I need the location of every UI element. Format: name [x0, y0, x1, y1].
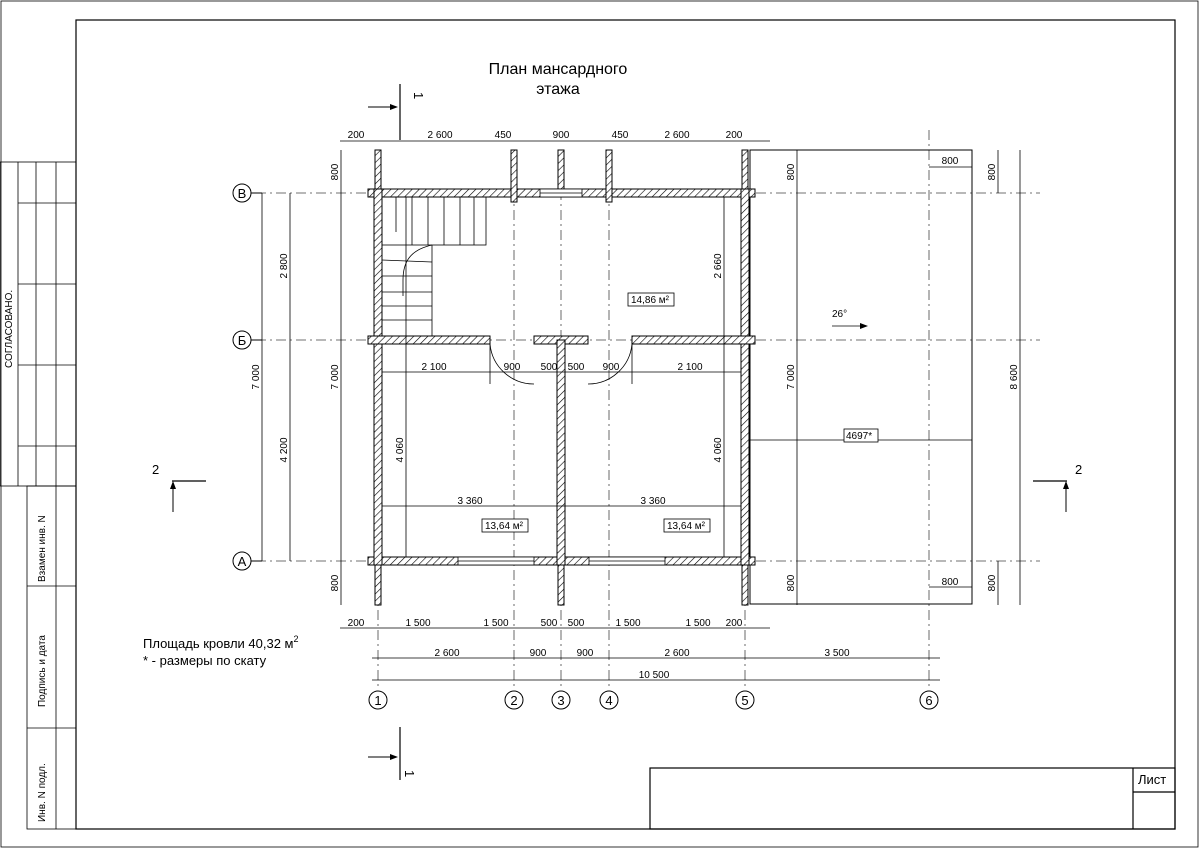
staircase [381, 196, 487, 336]
roof-area-note: Площадь кровли 40,32 м2 [143, 634, 299, 651]
dim-mid-2100-left: 2 100 [421, 362, 446, 373]
dim-left-800-top: 800 [330, 163, 341, 180]
dim-left-7000-outer: 7 000 [251, 364, 262, 389]
dimension-lines [261, 140, 1021, 681]
dim-b1-3: 1 500 [483, 618, 508, 629]
axis-label-3: 3 [557, 693, 564, 708]
plan-title-line2: этажа [536, 81, 580, 98]
dim-b1-7: 1 500 [685, 618, 710, 629]
dim-roof-right-800-top: 800 [987, 163, 998, 180]
doors [489, 343, 633, 385]
dim-mid-900-right: 900 [603, 362, 620, 373]
dim-mid-500-left: 500 [541, 362, 558, 373]
dim-top-4: 900 [553, 130, 570, 141]
section-2-right: 2 [1033, 462, 1082, 512]
axis-label-1: 1 [374, 693, 381, 708]
notes: Площадь кровли 40,32 м2 * - размеры по с… [143, 634, 299, 668]
dim-left-800-bottom: 800 [330, 574, 341, 591]
inv-no-label: Инв. N подл. [37, 763, 48, 822]
section-2-left-label: 2 [152, 462, 159, 477]
dim-roof-right-800-bottom: 800 [987, 574, 998, 591]
dim-width-3360-left: 3 360 [457, 496, 482, 507]
side-stamp: СОГЛАСОВАНО. Взамен инв. N Подпись и дат… [0, 161, 77, 830]
dim-left-7000-inner: 7 000 [330, 364, 341, 389]
dim-right-2660: 2 660 [713, 253, 724, 278]
dim-roof-800-bottom: 800 [786, 574, 797, 591]
dim-roof-bottom-800: 800 [942, 577, 959, 588]
axis-label-6: 6 [925, 693, 932, 708]
agreed-label: СОГЛАСОВАНО. [4, 290, 15, 368]
section-2-left: 2 [152, 462, 206, 512]
roof-outline: 26° 4697* [744, 149, 973, 605]
title-block: Лист [649, 767, 1176, 830]
axis-label-4: 4 [605, 693, 612, 708]
roof-slope-label: 26° [832, 309, 847, 320]
dim-b1-2: 1 500 [405, 618, 430, 629]
section-1-top-label: 1 [411, 92, 426, 99]
axis-label-2: 2 [510, 693, 517, 708]
axis-label-5: 5 [741, 693, 748, 708]
dim-b1-8: 200 [726, 618, 743, 629]
dim-right-4060: 4 060 [713, 437, 724, 462]
dim-b1-6: 1 500 [615, 618, 640, 629]
walls [367, 149, 756, 606]
dim-left-4060: 4 060 [395, 437, 406, 462]
dim-left-4200: 4 200 [279, 437, 290, 462]
dim-b2-4: 2 600 [664, 648, 689, 659]
room-area-1: 14,86 м² [631, 295, 670, 306]
axis-label-v: В [238, 186, 247, 201]
dims-left: 800 2 800 7 000 4 200 800 7 000 4 060 2 … [251, 163, 724, 591]
dims-top: 200 2 600 450 900 450 2 600 200 800 800 [348, 130, 959, 588]
dim-top-7: 200 [726, 130, 743, 141]
roof-ridge-label: 4697* [846, 431, 872, 442]
dim-mid-500-right: 500 [568, 362, 585, 373]
dim-roof-800-top: 800 [786, 163, 797, 180]
axis-bubbles: В Б А 1 2 3 4 5 6 [232, 183, 939, 710]
dim-top-3: 450 [495, 130, 512, 141]
dim-left-2800: 2 800 [279, 253, 290, 278]
dims-bottom-2: 2 600 900 900 2 600 3 500 10 500 [434, 648, 849, 681]
dim-b1-1: 200 [348, 618, 365, 629]
dims-roof: 800 7 000 800 8 600 800 800 [786, 163, 1020, 591]
room-area-2: 13,64 м² [485, 521, 524, 532]
section-1-top: 1 [368, 84, 426, 140]
dim-b2-2: 900 [530, 648, 547, 659]
dim-b2-1: 2 600 [434, 648, 459, 659]
section-1-bottom: 1 [368, 727, 417, 780]
dim-total-10500: 10 500 [639, 670, 670, 681]
dim-b2-3: 900 [577, 648, 594, 659]
room-labels: 14,86 м² 13,64 м² 13,64 м² [481, 292, 711, 533]
section-1-bottom-label: 1 [402, 770, 417, 777]
dim-mid-2100-right: 2 100 [677, 362, 702, 373]
axis-label-b: Б [238, 333, 247, 348]
dims-mid: 2 100 900 500 500 900 2 100 3 360 3 360 [421, 362, 702, 507]
roof-area-sup: 2 [294, 634, 299, 644]
axis-label-a: А [238, 554, 247, 569]
dim-top-1: 200 [348, 130, 365, 141]
dim-b2-5: 3 500 [824, 648, 849, 659]
dim-top-5: 450 [612, 130, 629, 141]
slope-note: * - размеры по скату [143, 653, 267, 668]
dim-b1-4: 500 [541, 618, 558, 629]
dims-bottom-1: 200 1 500 1 500 500 500 1 500 1 500 200 [348, 618, 743, 629]
plan-title-line1: План мансардного [489, 61, 628, 78]
dim-top-6: 2 600 [664, 130, 689, 141]
dim-roof-7000: 7 000 [786, 364, 797, 389]
dim-width-3360-right: 3 360 [640, 496, 665, 507]
dim-top-2: 2 600 [427, 130, 452, 141]
replaced-inv-label: Взамен инв. N [37, 515, 48, 582]
dim-roof-top-800: 800 [942, 156, 959, 167]
dim-mid-900-left: 900 [504, 362, 521, 373]
sheet-label: Лист [1138, 772, 1166, 787]
dim-b1-5: 500 [568, 618, 585, 629]
dim-roof-8600: 8 600 [1009, 364, 1020, 389]
room-area-3: 13,64 м² [667, 521, 706, 532]
section-2-right-label: 2 [1075, 462, 1082, 477]
sign-date-label: Подпись и дата [37, 635, 48, 707]
